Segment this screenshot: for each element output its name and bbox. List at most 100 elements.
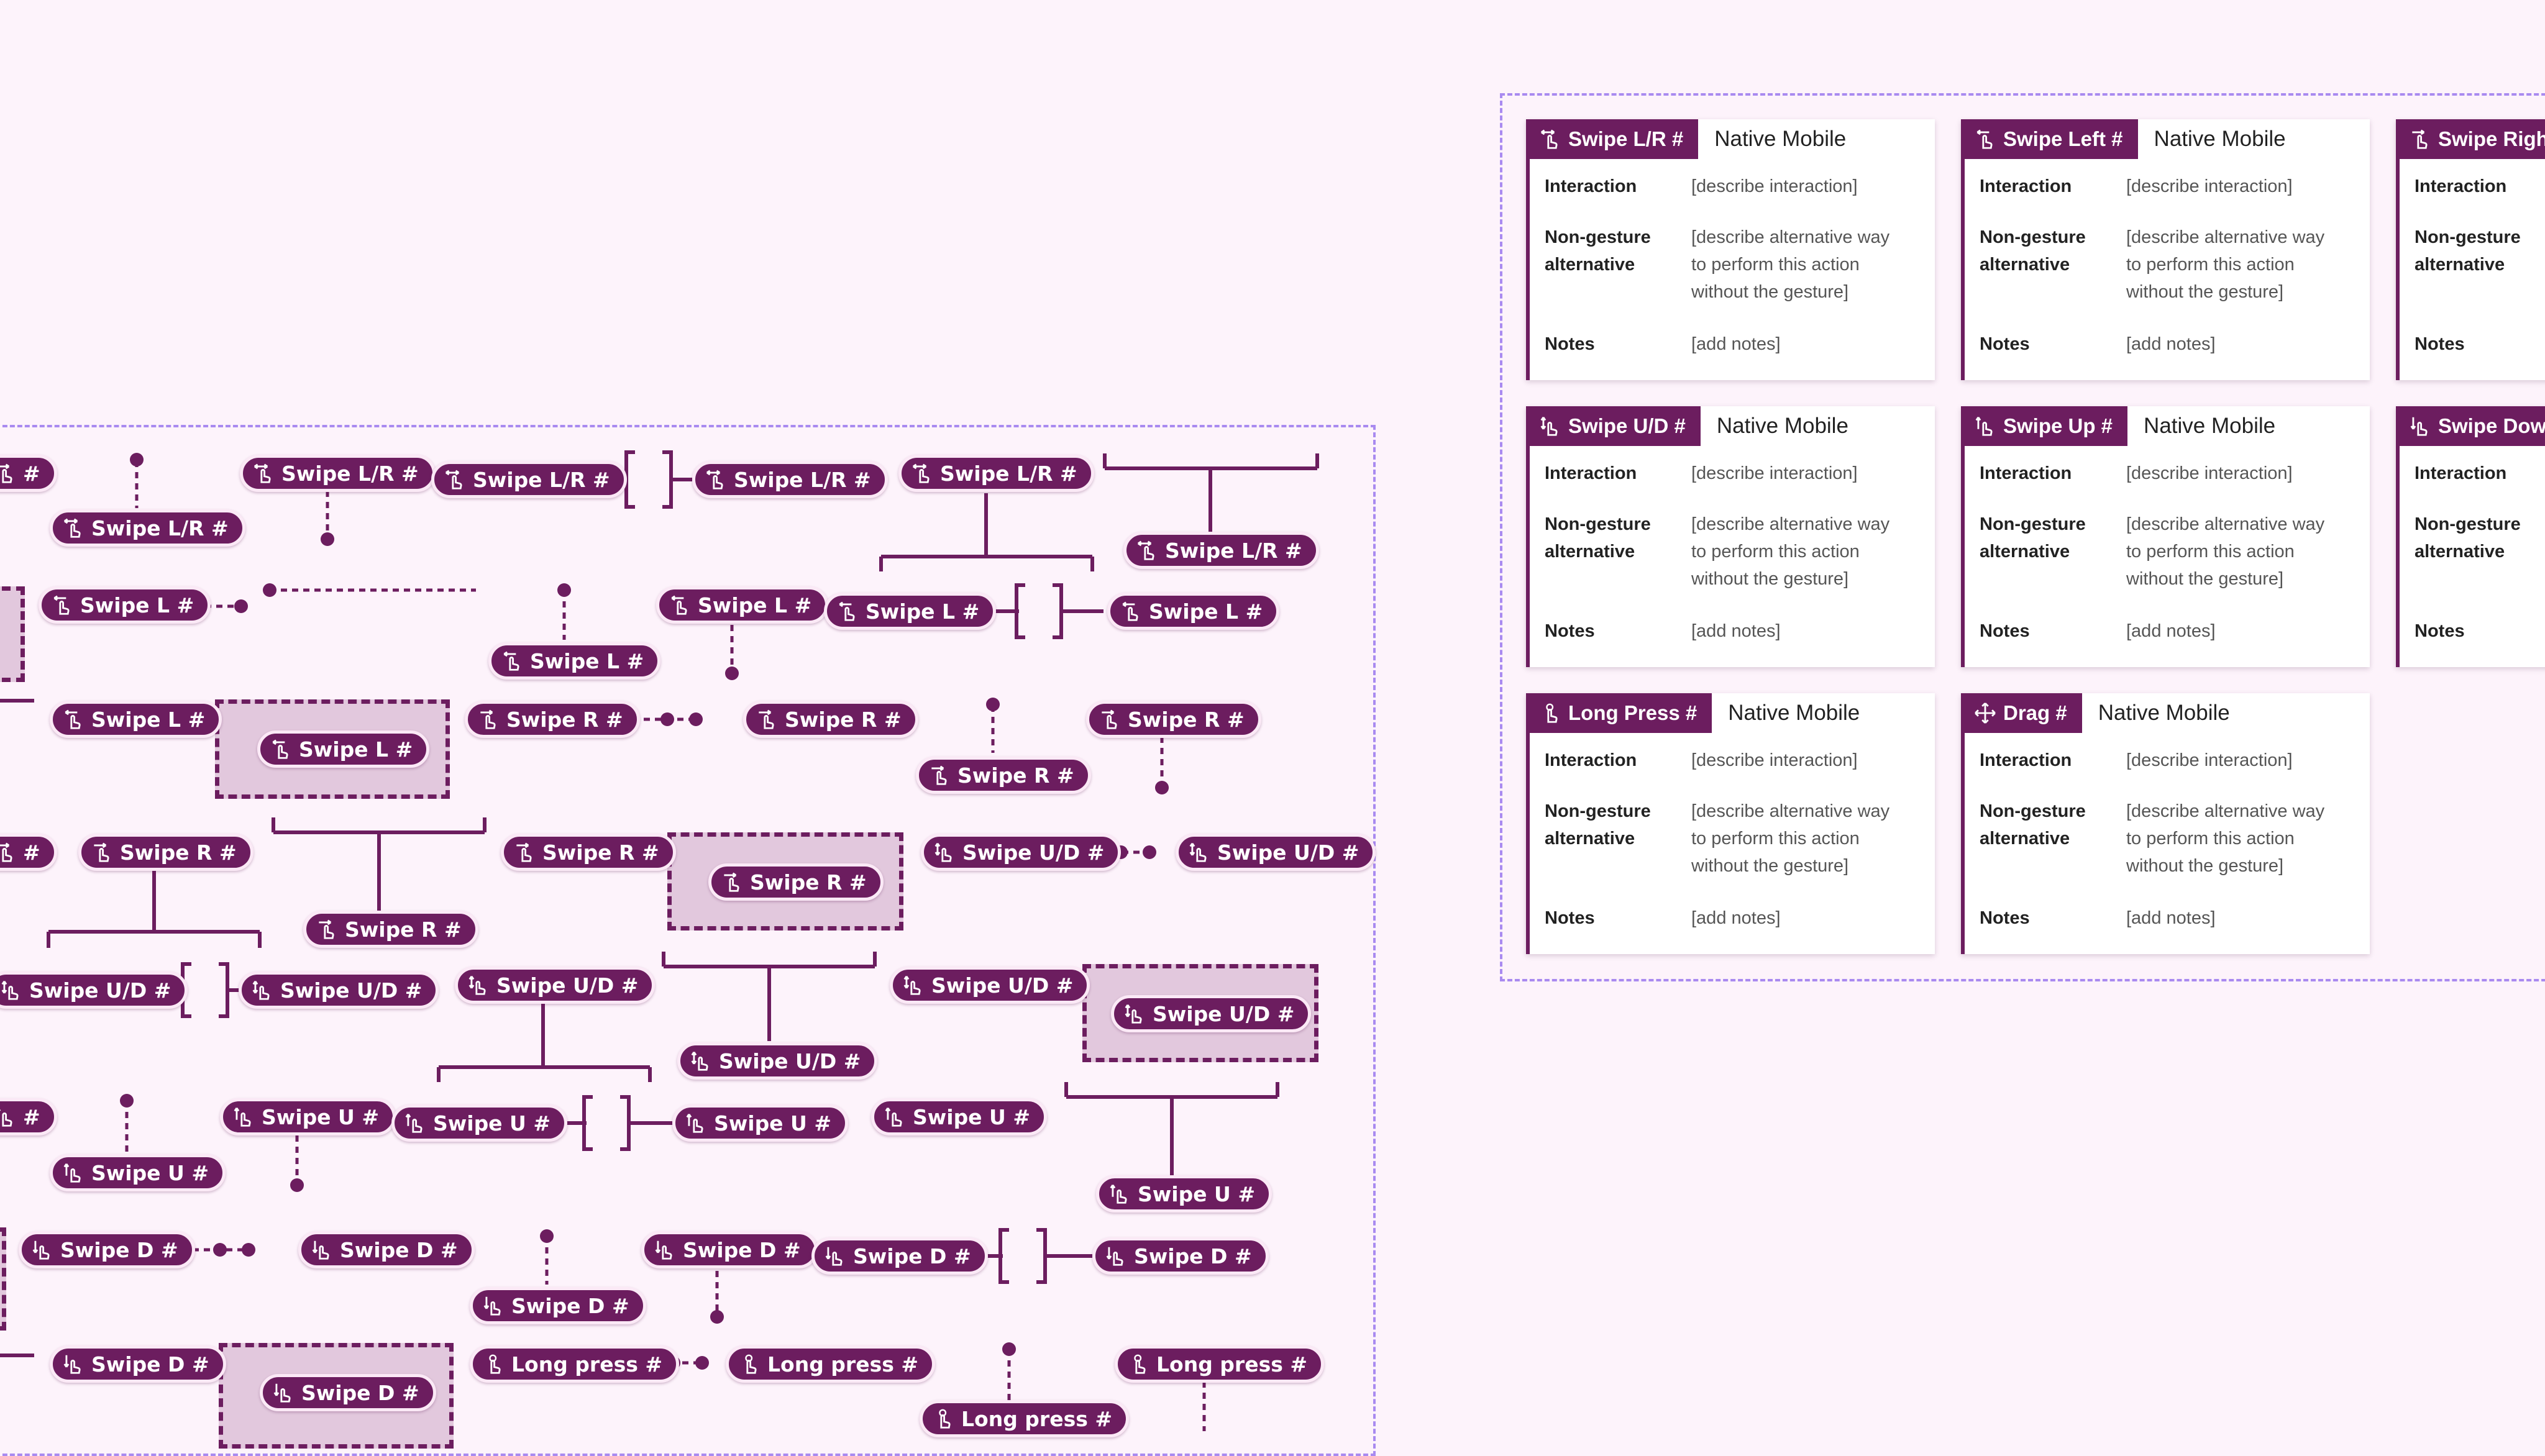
gesture-pill[interactable]: Swipe R # — [501, 834, 676, 871]
gesture-pill[interactable]: Long press # — [470, 1345, 680, 1383]
gesture-pill[interactable]: Swipe U # — [871, 1098, 1047, 1135]
gesture-pill[interactable]: Swipe D # — [641, 1231, 818, 1268]
gesture-pill[interactable]: Swipe L/R # — [898, 455, 1094, 492]
gesture-pill[interactable]: Swipe U/D # — [890, 967, 1090, 1004]
gesture-card[interactable]: Swipe Right Interaction Non-gesture alte… — [2396, 119, 2545, 380]
gesture-pill[interactable]: Swipe L # — [39, 586, 211, 624]
gesture-card[interactable]: Drag # Native Mobile Interaction [descri… — [1961, 693, 2370, 954]
gesture-pill[interactable]: Swipe L # — [50, 701, 222, 738]
gesture-pill[interactable]: Swipe L/R # — [1123, 532, 1319, 569]
gesture-pill[interactable]: Swipe U/D # — [1111, 995, 1312, 1032]
pill-label: Swipe L/R # — [281, 461, 419, 486]
interaction-value[interactable]: [describe interaction] — [1691, 463, 1858, 483]
gesture-pill[interactable]: Swipe U # — [1096, 1175, 1272, 1213]
alternative-value-line1[interactable]: [describe alternative way — [2126, 514, 2325, 534]
gesture-pill[interactable]: Swipe R # — [708, 863, 884, 901]
notes-value[interactable]: [add notes] — [2126, 334, 2216, 354]
gesture-card[interactable]: Swipe Left # Native Mobile Interaction [… — [1961, 119, 2370, 380]
edge-highlight-box-top[interactable] — [0, 586, 25, 682]
alternative-value-line1[interactable]: [describe alternative way — [1691, 227, 1890, 247]
gesture-pill[interactable]: Swipe U/D # — [0, 971, 188, 1009]
alternative-value-line1[interactable]: [describe alternative way — [2126, 801, 2325, 821]
gesture-pill[interactable]: Swipe U/D # — [677, 1042, 878, 1080]
gesture-pill[interactable]: Swipe R # — [303, 911, 478, 948]
gesture-pill[interactable]: Swipe D # — [470, 1287, 646, 1324]
card-tag-label: Swipe L/R # — [1568, 127, 1684, 150]
gesture-pill[interactable]: Swipe L/R # — [50, 509, 245, 547]
gesture-pill[interactable]: Swipe D # — [298, 1231, 475, 1268]
gesture-pill[interactable]: Swipe L # — [257, 730, 430, 768]
gesture-pill[interactable]: Swipe L # — [656, 586, 829, 624]
gesture-pill[interactable]: Swipe D # — [811, 1237, 988, 1275]
alternative-value-line3[interactable]: without the gesture] — [2126, 282, 2284, 302]
gesture-pill[interactable]: Swipe U/D # — [239, 971, 439, 1009]
interaction-label: Interaction — [1980, 176, 2072, 196]
gesture-pill[interactable]: Swipe R # — [78, 834, 254, 871]
gesture-pill[interactable]: Swipe R # — [465, 701, 640, 738]
notes-value[interactable]: [add notes] — [2126, 621, 2216, 641]
gesture-pill[interactable]: Swipe L # — [488, 642, 661, 680]
interaction-value[interactable]: [describe interaction] — [2126, 750, 2293, 770]
alternative-value-line3[interactable]: without the gesture] — [2126, 856, 2284, 876]
gesture-pill[interactable]: Swipe U # — [50, 1154, 226, 1191]
interaction-value[interactable]: [describe interaction] — [2126, 176, 2293, 196]
pill-label: Swipe R # — [785, 707, 902, 732]
gesture-card[interactable]: Swipe L/R # Native Mobile Interaction [d… — [1526, 119, 1935, 380]
gesture-pill[interactable]: Swipe R # — [916, 757, 1091, 794]
notes-value[interactable]: [add notes] — [1691, 621, 1781, 641]
gesture-pill[interactable]: Swipe U/D # — [455, 967, 656, 1004]
gesture-card[interactable]: Long Press # Native Mobile Interaction [… — [1526, 693, 1935, 954]
gesture-pill[interactable]: Swipe U # — [220, 1098, 396, 1135]
interaction-value[interactable]: [describe interaction] — [2126, 463, 2293, 483]
alternative-value-line3[interactable]: without the gesture] — [1691, 856, 1849, 876]
gesture-pill[interactable]: # — [0, 455, 57, 492]
interaction-value[interactable]: [describe interaction] — [1691, 176, 1858, 196]
alternative-value-line1[interactable]: [describe alternative way — [1691, 514, 1890, 534]
notes-value[interactable]: [add notes] — [2126, 908, 2216, 928]
gesture-pill[interactable]: Long press # — [1115, 1345, 1325, 1383]
alternative-value-line1[interactable]: [describe alternative way — [2126, 227, 2325, 247]
gesture-pill[interactable]: Swipe U/D # — [1176, 834, 1376, 871]
gesture-pill[interactable]: Swipe U # — [672, 1104, 848, 1142]
alternative-value-line2[interactable]: to perform this action — [2126, 542, 2295, 562]
gesture-card[interactable]: Swipe Up # Native Mobile Interaction [de… — [1961, 406, 2370, 667]
alternative-value-line2[interactable]: to perform this action — [2126, 255, 2295, 275]
gesture-pill[interactable]: Swipe D # — [50, 1345, 226, 1383]
edge-highlight-box-bottom[interactable] — [0, 1227, 6, 1331]
gesture-pill[interactable]: Long press # — [726, 1345, 936, 1383]
card-platform: Native Mobile — [2154, 127, 2286, 151]
gesture-card[interactable]: Swipe U/D # Native Mobile Interaction [d… — [1526, 406, 1935, 667]
alternative-value-line2[interactable]: to perform this action — [2126, 829, 2295, 849]
gesture-pill[interactable]: Swipe L # — [824, 593, 997, 630]
alternative-value-line2[interactable]: to perform this action — [1691, 829, 1860, 849]
alternative-value-line2[interactable]: to perform this action — [1691, 542, 1860, 562]
gesture-pill[interactable]: # — [0, 1098, 57, 1135]
interaction-value[interactable]: [describe interaction] — [1691, 750, 1858, 770]
gesture-pill[interactable]: Swipe L/R # — [240, 455, 436, 492]
alternative-value-line2[interactable]: to perform this action — [1691, 255, 1860, 275]
gesture-pill[interactable]: Swipe U # — [391, 1104, 567, 1142]
gesture-pill[interactable]: Swipe L/R # — [692, 461, 888, 498]
gesture-pill[interactable]: # — [0, 834, 57, 871]
notes-value[interactable]: [add notes] — [1691, 334, 1781, 354]
gesture-pill[interactable]: Long press # — [920, 1400, 1130, 1437]
alternative-value-line1[interactable]: [describe alternative way — [1691, 801, 1890, 821]
swipe-ud-icon — [468, 975, 486, 995]
gesture-pill[interactable]: Swipe D # — [1092, 1237, 1269, 1275]
gesture-pill[interactable]: Swipe L/R # — [431, 461, 627, 498]
interaction-label: Interaction — [1545, 463, 1637, 483]
pill-label: Swipe U/D # — [719, 1049, 861, 1073]
gesture-pill[interactable]: Swipe L # — [1107, 593, 1280, 630]
alternative-value-line3[interactable]: without the gesture] — [2126, 569, 2284, 589]
gesture-cards-frame[interactable] — [1500, 93, 2545, 981]
gesture-pill[interactable]: Swipe U/D # — [921, 834, 1122, 871]
alternative-value-line3[interactable]: without the gesture] — [1691, 569, 1849, 589]
gesture-pill[interactable]: Swipe D # — [19, 1231, 195, 1268]
gesture-pill[interactable]: Swipe D # — [260, 1374, 436, 1411]
gesture-card[interactable]: Swipe Dow Interaction Non-gesture altern… — [2396, 406, 2545, 667]
notes-value[interactable]: [add notes] — [1691, 908, 1781, 928]
gesture-pill[interactable]: Swipe R # — [743, 701, 918, 738]
alternative-value-line3[interactable]: without the gesture] — [1691, 282, 1849, 302]
gesture-pill[interactable]: Swipe R # — [1086, 701, 1261, 738]
